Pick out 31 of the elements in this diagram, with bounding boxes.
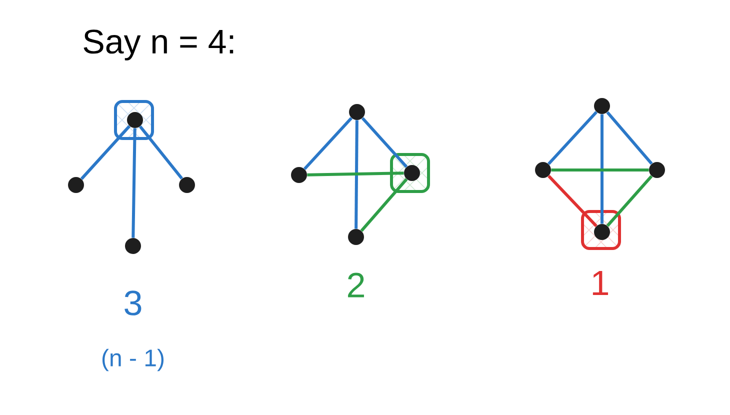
- vertex-dot: [535, 162, 551, 178]
- vertex-dot: [594, 98, 610, 114]
- vertex-dot: [68, 177, 84, 193]
- title: Say n = 4:: [84, 30, 234, 60]
- graph-edge: [548, 174, 598, 228]
- graph-edge: [547, 111, 598, 165]
- graph-edge: [138, 125, 184, 180]
- vertex-dot: [594, 224, 610, 240]
- graph-edge: [80, 125, 131, 180]
- vertex-dot: [348, 229, 364, 245]
- number-label: 3: [124, 290, 142, 316]
- graph-edge: [132, 128, 136, 238]
- vertex-dot: [291, 167, 307, 183]
- graph-edge: [551, 168, 649, 172]
- formula-label: (n - 1): [102, 348, 164, 372]
- number-label: 2: [348, 272, 364, 298]
- graph-edge: [354, 120, 358, 229]
- graph-edge: [307, 172, 404, 176]
- graph-edge: [606, 175, 653, 227]
- graph-edge: [303, 117, 353, 170]
- graph-edge: [600, 114, 604, 224]
- number-label: 1: [592, 270, 608, 296]
- vertex-dot: [179, 177, 195, 193]
- vertex-dot: [349, 104, 365, 120]
- graph-edge: [361, 117, 408, 168]
- vertex-dot: [404, 165, 420, 181]
- graph-edge: [360, 178, 408, 232]
- vertex-dot: [127, 112, 143, 128]
- graph-edge: [606, 111, 653, 165]
- vertex-dot: [649, 162, 665, 178]
- vertex-dot: [125, 238, 141, 254]
